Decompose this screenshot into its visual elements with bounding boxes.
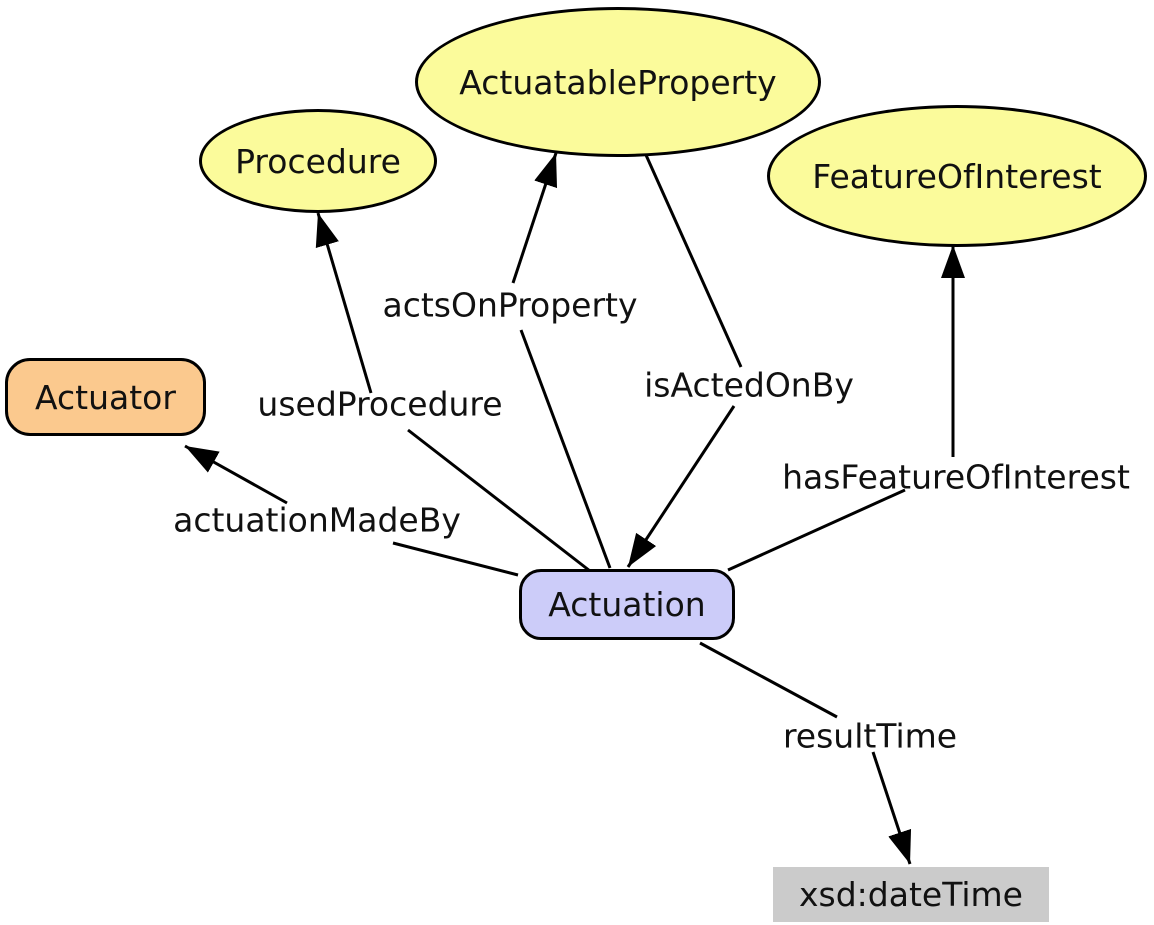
- edge-isactedonby-arrow: [626, 405, 736, 568]
- edge-resulttime-segment: [699, 641, 838, 719]
- edge-isactedonby-segment: [644, 154, 743, 368]
- node-actuation-label: Actuation: [548, 585, 706, 624]
- edge-actsonproperty-segment: [519, 329, 612, 569]
- edge-label-usedprocedure: usedProcedure: [257, 384, 503, 424]
- node-actuatable-property: ActuatableProperty: [415, 7, 821, 157]
- edge-label-isactedonby: isActedOnBy: [644, 365, 854, 405]
- node-actuation: Actuation: [519, 569, 735, 640]
- edge-resulttime-arrow: [871, 751, 912, 865]
- edge-usedprocedure-arrow: [315, 212, 373, 394]
- node-actuatable-property-label: ActuatableProperty: [459, 62, 777, 102]
- node-feature-of-interest: FeatureOfInterest: [767, 105, 1147, 247]
- edge-label-resulttime: resultTime: [782, 716, 958, 756]
- node-feature-of-interest-label: FeatureOfInterest: [812, 156, 1102, 196]
- edge-actuationmadeby-arrow: [184, 444, 288, 505]
- node-procedure: Procedure: [199, 109, 437, 213]
- node-xsd-datetime: xsd:dateTime: [773, 867, 1049, 922]
- node-actuator-label: Actuator: [35, 377, 176, 417]
- edge-label-actuationmadeby: actuationMadeBy: [173, 500, 461, 540]
- node-actuator: Actuator: [5, 358, 206, 436]
- node-procedure-label: Procedure: [235, 141, 401, 181]
- edge-label-hasfeatureofinterest: hasFeatureOfInterest: [782, 457, 1130, 497]
- edge-hasfeatureofinterest-segment: [727, 488, 906, 572]
- edge-usedprocedure-segment: [407, 428, 591, 573]
- edge-label-actsonproperty: actsOnProperty: [382, 285, 638, 325]
- edge-actsonproperty-arrow: [511, 152, 558, 284]
- node-xsd-datetime-label: xsd:dateTime: [799, 875, 1023, 914]
- edge-actuationmadeby-segment: [392, 541, 519, 577]
